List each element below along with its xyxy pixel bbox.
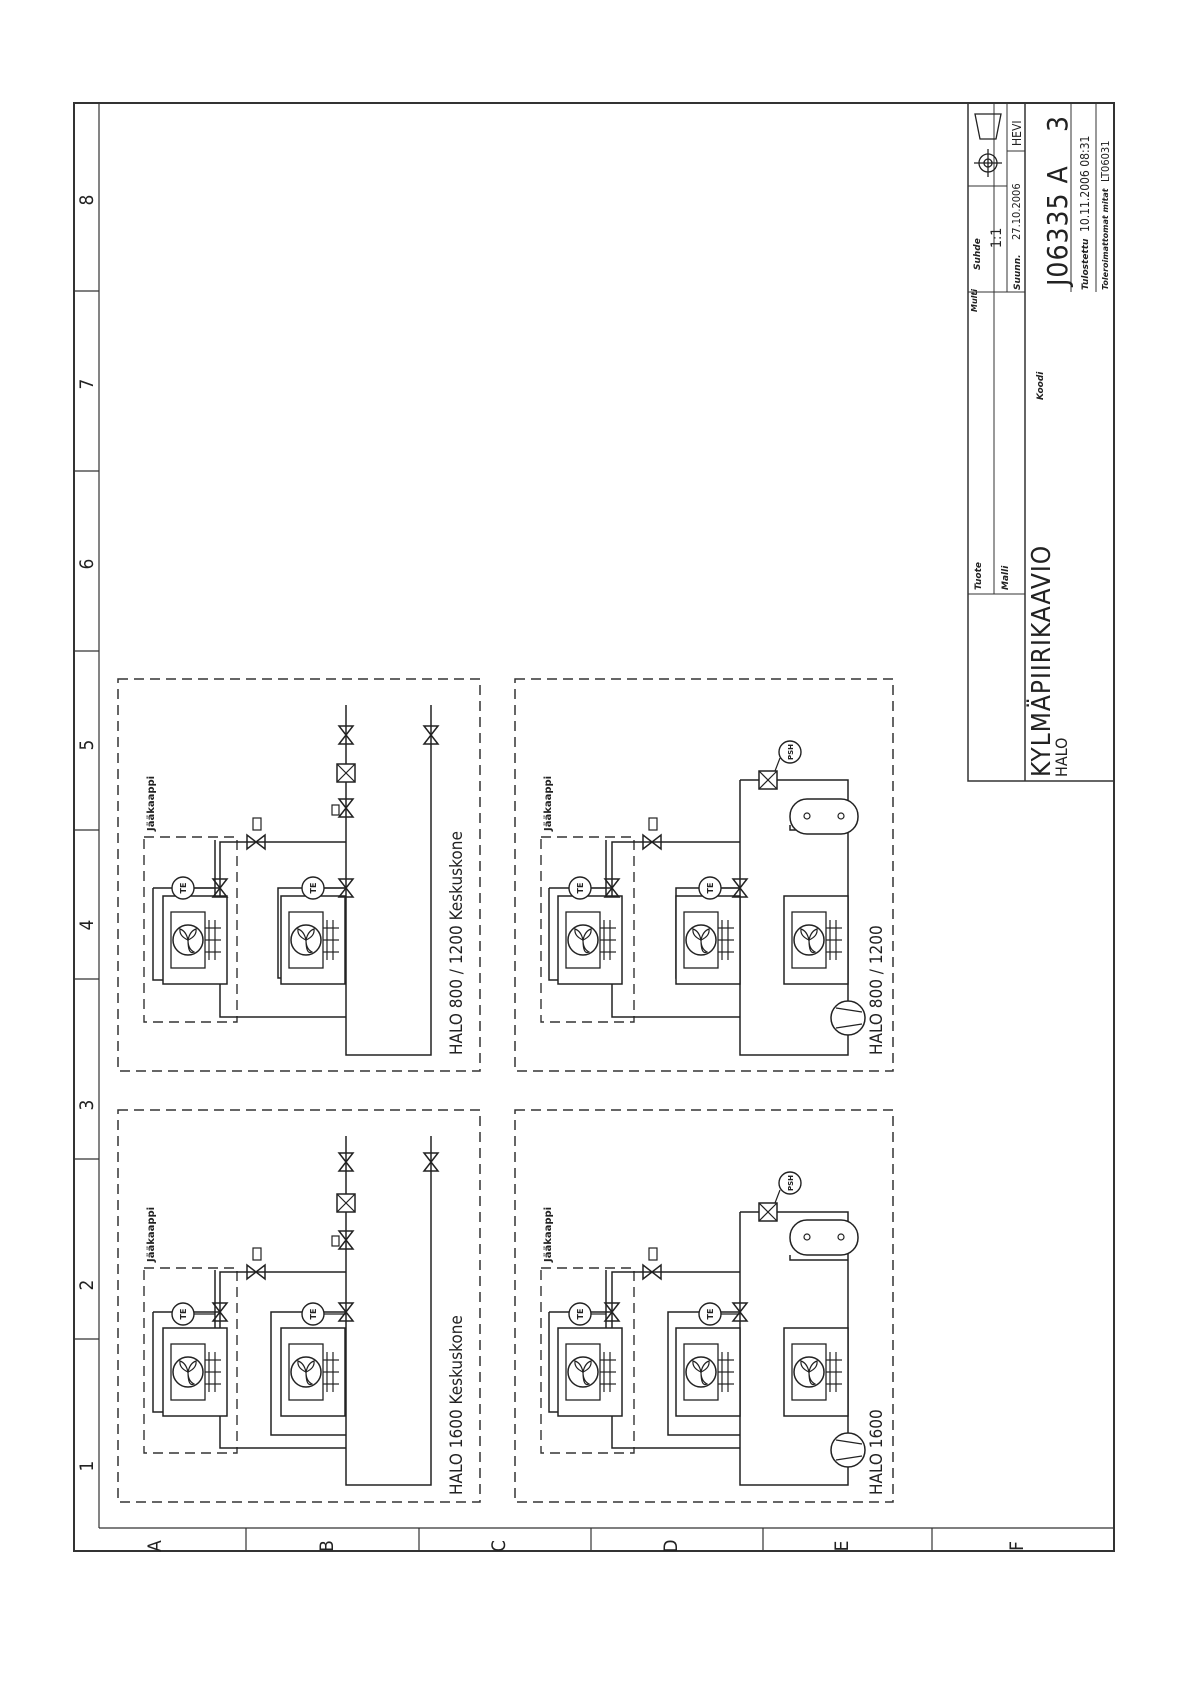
te-label: TE — [576, 883, 585, 894]
drawing-title: KYLMÄPIIRIKAAVIO — [1025, 545, 1057, 777]
te-label: TE — [179, 883, 188, 894]
te-label: TE — [309, 1309, 318, 1320]
column-label-1: 1 — [76, 1461, 98, 1472]
panel-title: HALO 800 / 1200 — [867, 925, 887, 1055]
scale-value: 1:1 — [989, 228, 1005, 248]
tolerance-label: Toleroimattomat mitat — [1101, 187, 1110, 290]
row-label-c: C — [488, 1540, 510, 1552]
panel-halo-800-1200-keskuskone: Jääkaappi TE TE HALO 800 / 1200 Keskusko — [117, 678, 481, 1072]
psh-label: PSH — [787, 744, 795, 760]
panel-halo-1600-keskuskone: Jääkaappi TE TE HALO 1600 Keskuskon — [117, 1109, 481, 1503]
drawing-frame — [73, 102, 1115, 1552]
printed-label: Tulostettu — [1081, 238, 1091, 290]
multi-label: Multi — [970, 289, 979, 312]
row-label-f: F — [1006, 1541, 1028, 1551]
cabinet-label: Jääkaappi — [146, 1207, 157, 1263]
te-label: TE — [706, 1309, 715, 1320]
malli-label: Malli — [1001, 565, 1011, 590]
tolerance-value: LT06031 — [1099, 140, 1112, 182]
author: HEVI — [1010, 120, 1024, 146]
te-label: TE — [576, 1309, 585, 1320]
row-label-b: B — [316, 1540, 338, 1552]
suunn-label: Suunn. — [1013, 254, 1023, 290]
row-label-d: D — [660, 1539, 682, 1552]
column-label-3: 3 — [76, 1100, 98, 1111]
drawing-number: J06335 A — [1041, 165, 1074, 288]
row-label-a: A — [144, 1540, 166, 1552]
drawing-subtitle: HALO — [1052, 738, 1071, 777]
column-label-8: 8 — [76, 195, 98, 206]
design-date: 27.10.2006 — [1010, 183, 1023, 240]
cabinet-label: Jääkaappi — [543, 776, 554, 832]
suhde-label: Suhde — [973, 238, 983, 270]
cabinet-label: Jääkaappi — [146, 776, 157, 832]
column-label-2: 2 — [76, 1280, 98, 1291]
column-label-6: 6 — [76, 559, 98, 570]
koodi-label: Koodi — [1036, 371, 1046, 400]
column-label-4: 4 — [76, 920, 98, 931]
column-label-7: 7 — [76, 379, 98, 390]
row-label-e: E — [831, 1541, 853, 1552]
panel-halo-800-1200: Jääkaappi TE TE — [514, 678, 894, 1072]
revision: 3 — [1041, 116, 1074, 132]
te-label: TE — [309, 883, 318, 894]
column-label-5: 5 — [76, 740, 98, 751]
panel-title: HALO 1600 — [867, 1409, 887, 1495]
printed-value: 10.11.2006 08:31 — [1078, 136, 1092, 232]
panel-halo-1600: Jääkaappi TE TE — [514, 1109, 894, 1503]
te-label: TE — [179, 1309, 188, 1320]
title-block: Tuote Malli Koodi Multi Suhde 1:1 Suunn.… — [967, 102, 1115, 782]
tuote-label: Tuote — [974, 562, 984, 590]
panel-title: HALO 1600 Keskuskone — [447, 1315, 467, 1495]
panel-title: HALO 800 / 1200 Keskuskone — [447, 831, 467, 1055]
cabinet-label: Jääkaappi — [543, 1207, 554, 1263]
te-label: TE — [706, 883, 715, 894]
psh-label: PSH — [787, 1175, 795, 1191]
